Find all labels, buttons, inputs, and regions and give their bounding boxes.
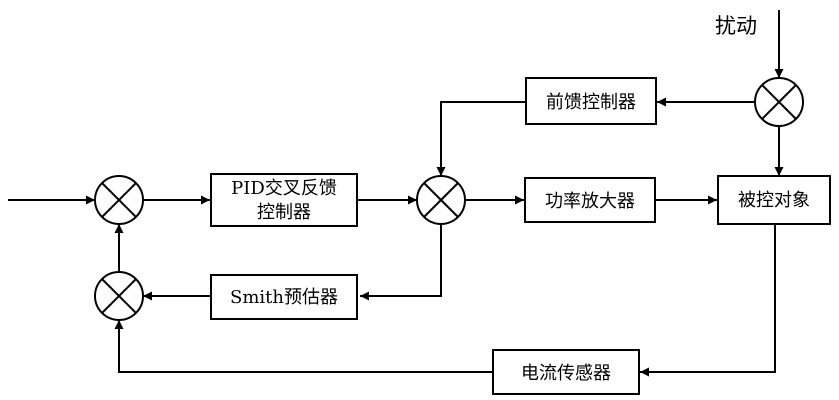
summing-junction-3 — [417, 176, 465, 224]
wire-plant-to-sensor — [640, 224, 775, 372]
pid-label-line2: 控制器 — [257, 202, 311, 223]
summing-junction-2 — [95, 272, 143, 320]
current-sensor-block: 电流传感器 — [493, 350, 639, 394]
plant-block: 被控对象 — [718, 176, 830, 224]
wire-feedforward-to-sum3 — [441, 102, 525, 176]
feedforward-label: 前馈控制器 — [546, 92, 636, 113]
summing-junction-1 — [95, 176, 143, 224]
smith-label: Smith预估器 — [230, 287, 338, 308]
wire-sum3-to-smith — [360, 224, 441, 296]
smith-predictor-block: Smith预估器 — [211, 275, 357, 319]
pid-label-line1: PID交叉反馈 — [231, 178, 337, 199]
wire-sensor-to-sum2 — [119, 320, 492, 372]
plant-label: 被控对象 — [738, 190, 810, 211]
summing-junction-disturbance — [755, 78, 803, 126]
feedforward-controller-block: 前馈控制器 — [526, 78, 656, 124]
disturbance-label: 扰动 — [715, 14, 757, 38]
pid-controller-block: PID交叉反馈 控制器 — [211, 174, 357, 226]
power-amplifier-block: 功率放大器 — [525, 178, 655, 222]
sensor-label: 电流传感器 — [521, 363, 611, 384]
amplifier-label: 功率放大器 — [545, 191, 635, 212]
